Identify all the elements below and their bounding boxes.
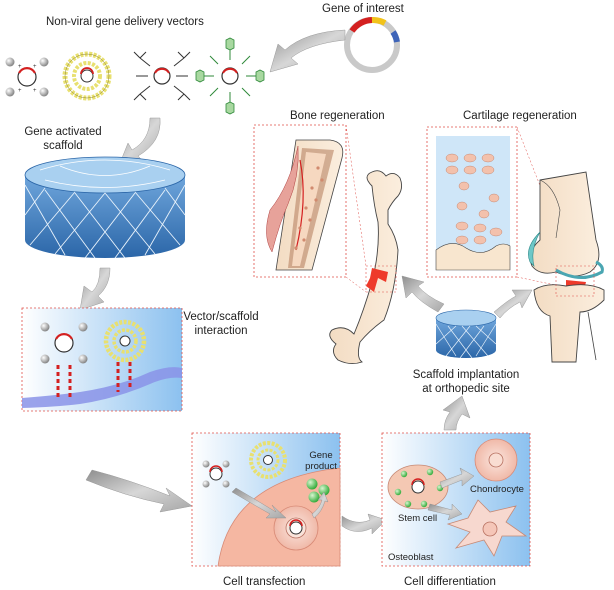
label-osteoblast: Osteoblast (388, 552, 434, 563)
label-chondrocyte: Chondrocyte (470, 484, 524, 495)
arrow-differentiation-to-implantation (442, 395, 471, 431)
label-scaffold-implantation-line1: Scaffold implantation (412, 369, 520, 381)
vector-polymer-icon (133, 51, 191, 101)
label-stem-cell: Stem cell (398, 513, 438, 524)
svg-text:+: + (18, 88, 22, 94)
plasmid-icon (344, 17, 400, 73)
vector-nanoparticle-icon (62, 51, 112, 101)
svg-text:+: + (18, 64, 22, 70)
cartilage-regeneration-panel (426, 126, 561, 287)
vector-lipoplex-icon: + + + + (5, 57, 49, 97)
label-non-viral-vectors: Non-viral gene delivery vectors (46, 16, 204, 28)
label-vector-scaffold-line1: Vector/scaffold (183, 311, 259, 323)
label-gene-activated-scaffold-line2: scaffold (43, 140, 83, 152)
scaffold-cylinder-icon (24, 156, 186, 259)
knee-joint-icon (528, 171, 605, 363)
label-gene-product: Gene product (298, 450, 344, 472)
label-gene-product-line1: Gene (309, 450, 333, 461)
svg-text:+: + (33, 88, 37, 94)
label-vector-scaffold-line2: interaction (194, 325, 248, 337)
label-vector-scaffold-interaction: Vector/scaffold interaction (176, 310, 266, 338)
femur-bone-icon (329, 170, 403, 365)
label-cell-differentiation: Cell differentiation (404, 576, 496, 588)
arrow-transfection-to-differentiation (341, 513, 387, 535)
arrow-implant-to-bone (401, 275, 445, 313)
interaction-panel (21, 307, 183, 412)
arrow-interaction-to-transfection (85, 469, 193, 513)
label-gene-activated-scaffold-line1: Gene activated (24, 126, 102, 138)
transfection-panel (191, 432, 341, 567)
implant-scaffold-icon (435, 309, 497, 359)
differentiation-panel (381, 432, 531, 567)
svg-text:+: + (33, 64, 37, 70)
arrow-plasmid-to-vectors (269, 29, 346, 73)
label-cell-transfection: Cell transfection (223, 576, 306, 588)
label-gene-of-interest: Gene of interest (322, 3, 404, 15)
arrow-scaffold-to-interaction (79, 267, 111, 311)
bone-regeneration-panel (253, 124, 367, 293)
label-gene-activated-scaffold: Gene activated scaffold (18, 125, 108, 153)
vector-dendrimer-icon (195, 37, 265, 115)
label-cartilage-regeneration: Cartilage regeneration (463, 110, 577, 122)
arrow-implant-to-knee (493, 289, 533, 319)
label-scaffold-implantation-line2: at orthopedic site (422, 383, 510, 395)
label-gene-product-line2: product (305, 461, 337, 472)
label-bone-regeneration: Bone regeneration (290, 110, 385, 122)
label-scaffold-implantation: Scaffold implantation at orthopedic site (396, 368, 536, 396)
